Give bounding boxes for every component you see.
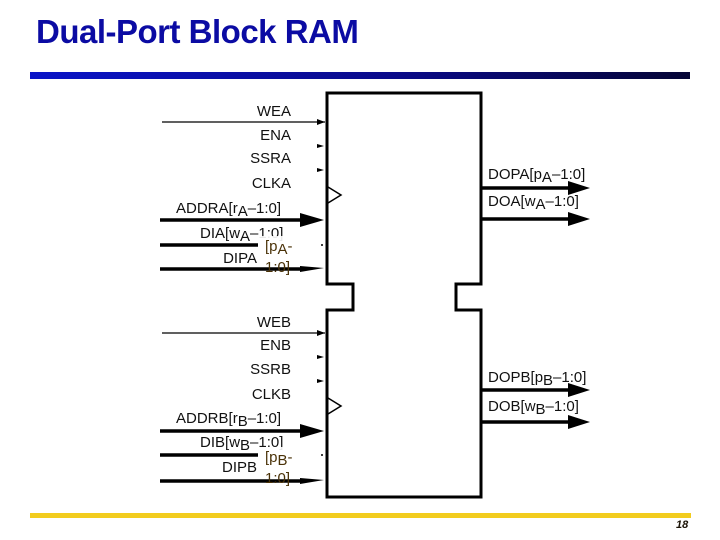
dipb-width-label: [pB- — [265, 449, 293, 469]
ssra-arrow-icon — [317, 168, 324, 172]
doa-label: DOA[wA–1:0] — [488, 193, 579, 213]
ena-label: ENA — [260, 127, 291, 144]
ssrb-label: SSRB — [250, 361, 291, 378]
page-number: 18 — [676, 519, 689, 531]
ssra-label: SSRA — [250, 150, 291, 167]
dipb-label: DIPB — [222, 459, 257, 476]
dipa-width-label: [pA- — [265, 238, 293, 258]
enb-arrow-icon — [317, 355, 324, 359]
dopb-label: DOPB[pB–1:0] — [488, 369, 586, 389]
dipa-arrow-icon — [300, 266, 324, 272]
dia-terminal-dot — [321, 244, 323, 246]
ena-arrow-icon — [317, 144, 324, 148]
web-label: WEB — [257, 314, 291, 331]
clock-b-triangle-icon — [327, 397, 343, 415]
dipa-width-label-line2: 1:0] — [265, 259, 290, 276]
addrb-label: ADDRB[rB–1:0] — [176, 410, 281, 430]
dob-label: DOB[wB–1:0] — [488, 398, 579, 418]
ssrb-arrow-icon — [317, 379, 324, 383]
dipb-width-label-line2: 1:0] — [265, 470, 290, 487]
clkb-label: CLKB — [252, 386, 291, 403]
wea-label: WEA — [257, 103, 291, 120]
addra-arrow-icon — [300, 213, 324, 227]
clock-a-triangle-icon — [327, 186, 343, 204]
addrb-arrow-icon — [300, 424, 324, 438]
dipb-arrow-icon — [300, 478, 324, 484]
ram-block-outline — [325, 91, 483, 499]
dib-label: DIB[wB–1:0] — [200, 434, 283, 454]
enb-label: ENB — [260, 337, 291, 354]
title-underline-rule — [30, 72, 690, 79]
port-b-outputs: DOPB[pB–1:0] DOB[wB–1:0] — [481, 369, 590, 429]
dib-terminal-dot — [321, 454, 323, 456]
port-a-inputs: WEA ENA SSRA CLKA ADDRA[rA–1:0] DIA[wA–1… — [160, 103, 325, 276]
dob-arrow-icon — [568, 415, 590, 429]
clka-label: CLKA — [252, 175, 291, 192]
doa-arrow-icon — [568, 212, 590, 226]
page-title: Dual-Port Block RAM — [36, 13, 359, 50]
dopb-arrow-icon — [568, 383, 590, 397]
port-a-outputs: DOPA[pA–1:0] DOA[wA–1:0] — [481, 166, 590, 226]
addra-label: ADDRA[rA–1:0] — [176, 200, 281, 220]
footer-rule — [30, 513, 691, 518]
dopa-arrow-icon — [568, 181, 590, 195]
port-b-inputs: WEB ENB SSRB CLKB ADDRB[rB–1:0] DIB[wB–1… — [160, 314, 325, 487]
dipa-label: DIPA — [223, 250, 257, 267]
dopa-label: DOPA[pA–1:0] — [488, 166, 585, 186]
